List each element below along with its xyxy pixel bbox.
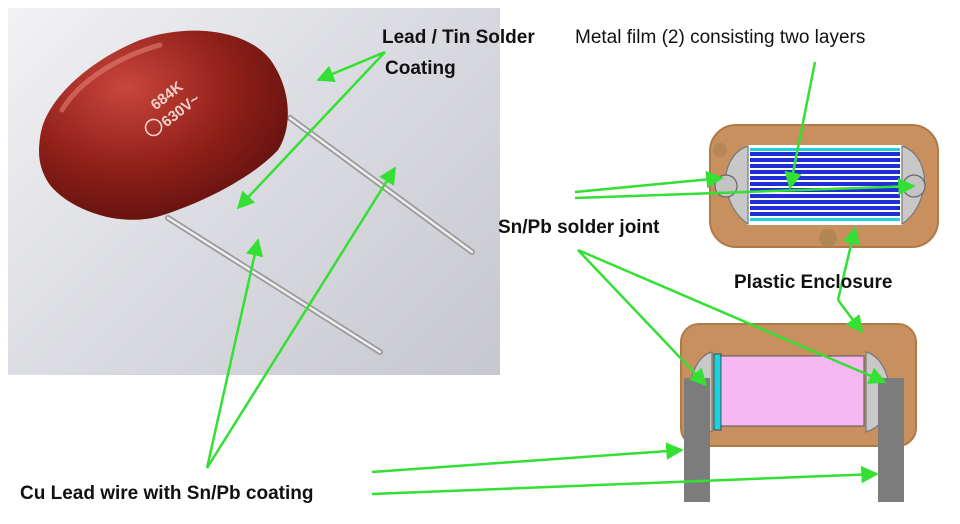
capacitor-body bbox=[39, 30, 288, 220]
annotation-arrows bbox=[205, 50, 916, 496]
label-solder-joint: Sn/Pb solder joint bbox=[498, 217, 660, 238]
lead-wire-right bbox=[878, 378, 904, 502]
cross-section-bottom bbox=[680, 323, 917, 502]
label-metal-film: Metal film (2) consisting two layers bbox=[575, 27, 866, 48]
label-lead-tin-line1: Lead / Tin Solder bbox=[382, 27, 535, 48]
label-cu-lead-wire: Cu Lead wire with Sn/Pb coating bbox=[20, 483, 314, 504]
label-plastic-enclosure: Plastic Enclosure bbox=[734, 272, 893, 293]
label-lead-tin-line2: Coating bbox=[385, 58, 456, 79]
lead-wire-left bbox=[684, 378, 710, 502]
